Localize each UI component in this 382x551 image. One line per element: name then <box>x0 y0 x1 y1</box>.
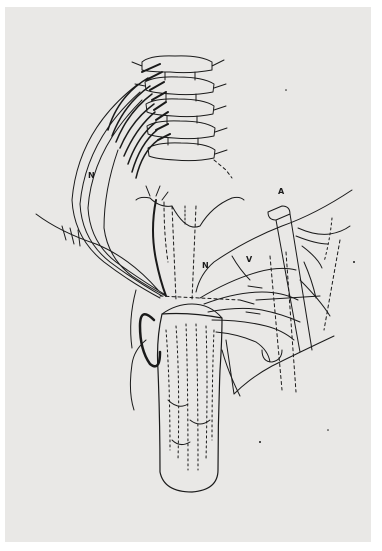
vertebra-2 <box>145 77 214 95</box>
pelvic-plexus-right <box>200 256 320 362</box>
vertebra-1 <box>142 56 212 73</box>
specks <box>259 89 355 443</box>
label-n-left: N <box>88 172 95 180</box>
vascular-bundle-right <box>268 206 350 392</box>
label-n-center: N <box>202 262 209 270</box>
pelvic-nerve-trunk-left <box>72 84 166 298</box>
elongated-organ <box>158 304 223 492</box>
label-vein: V <box>246 256 252 264</box>
pelvic-brim <box>36 190 352 292</box>
vertebra-5 <box>148 143 215 161</box>
lumbar-spine <box>132 56 232 178</box>
label-artery: A <box>278 188 284 196</box>
left-ring <box>130 290 160 410</box>
central-nerve-bundle <box>146 186 240 300</box>
pelvic-floor-lines <box>222 336 334 396</box>
nerve-roots <box>108 64 170 178</box>
